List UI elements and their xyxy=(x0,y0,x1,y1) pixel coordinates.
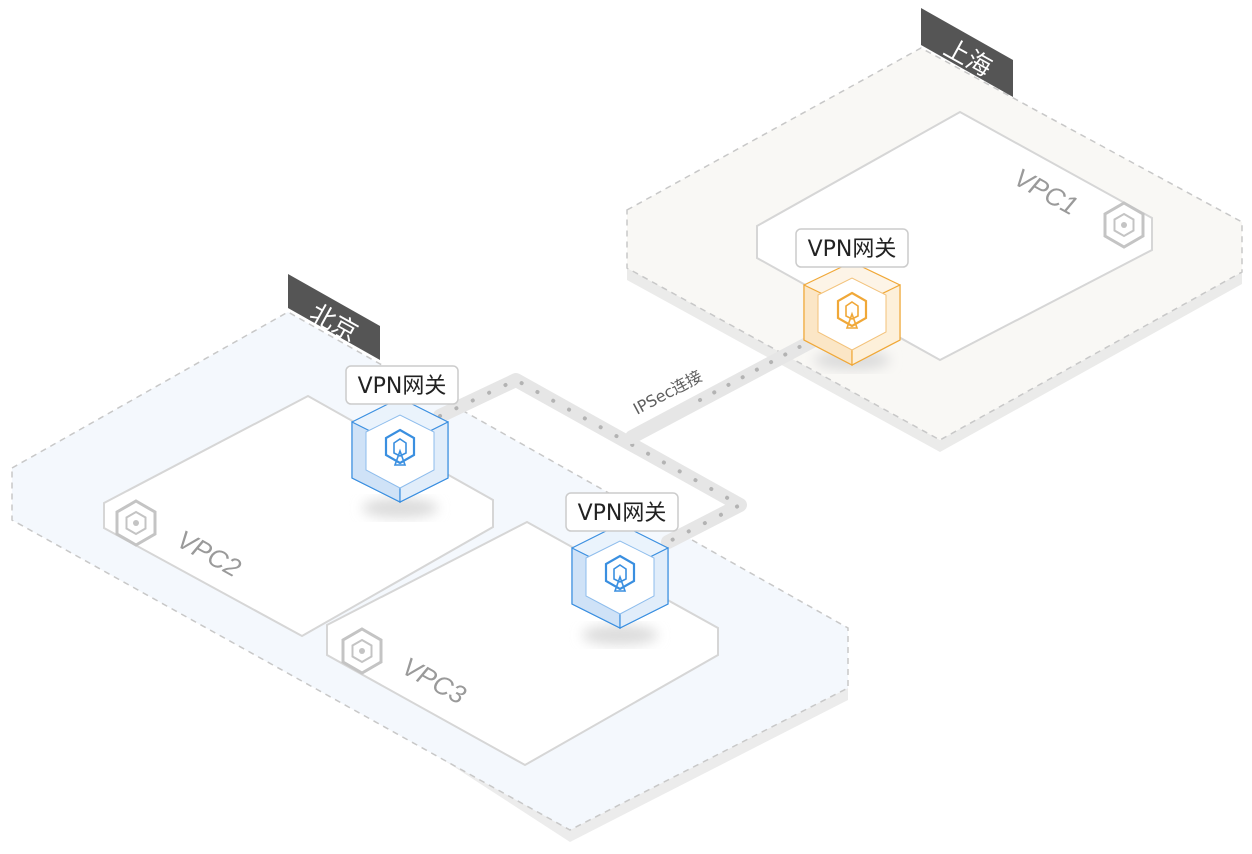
hexagon-network-icon xyxy=(1103,201,1145,249)
vpn-gateway-vpc3[interactable]: VPN网关 xyxy=(565,492,679,645)
vpn-gateway-vpc1-label-box xyxy=(795,228,909,268)
vpn-gateway-cube-icon xyxy=(351,397,449,503)
vpn-gateway-vpc1-label: VPN网关 xyxy=(808,237,897,262)
vpn-gateway-vpc3-label: VPN网关 xyxy=(578,501,667,526)
vpn-gateway-vpc2-label: VPN网关 xyxy=(358,374,447,399)
hexagon-network-icon xyxy=(115,499,157,547)
vpn-gateway-cube-icon xyxy=(803,261,901,366)
vpn-gateway-vpc2-label-box xyxy=(345,365,459,405)
vpn-gateway-cube-icon xyxy=(571,523,669,629)
vpn-gateway-vpc2[interactable]: VPN网关 xyxy=(345,365,459,518)
vpn-gateway-vpc3-label-box xyxy=(565,492,679,532)
hexagon-network-icon xyxy=(341,627,383,675)
vpn-gateway-vpc1[interactable]: VPN网关 xyxy=(795,228,909,370)
